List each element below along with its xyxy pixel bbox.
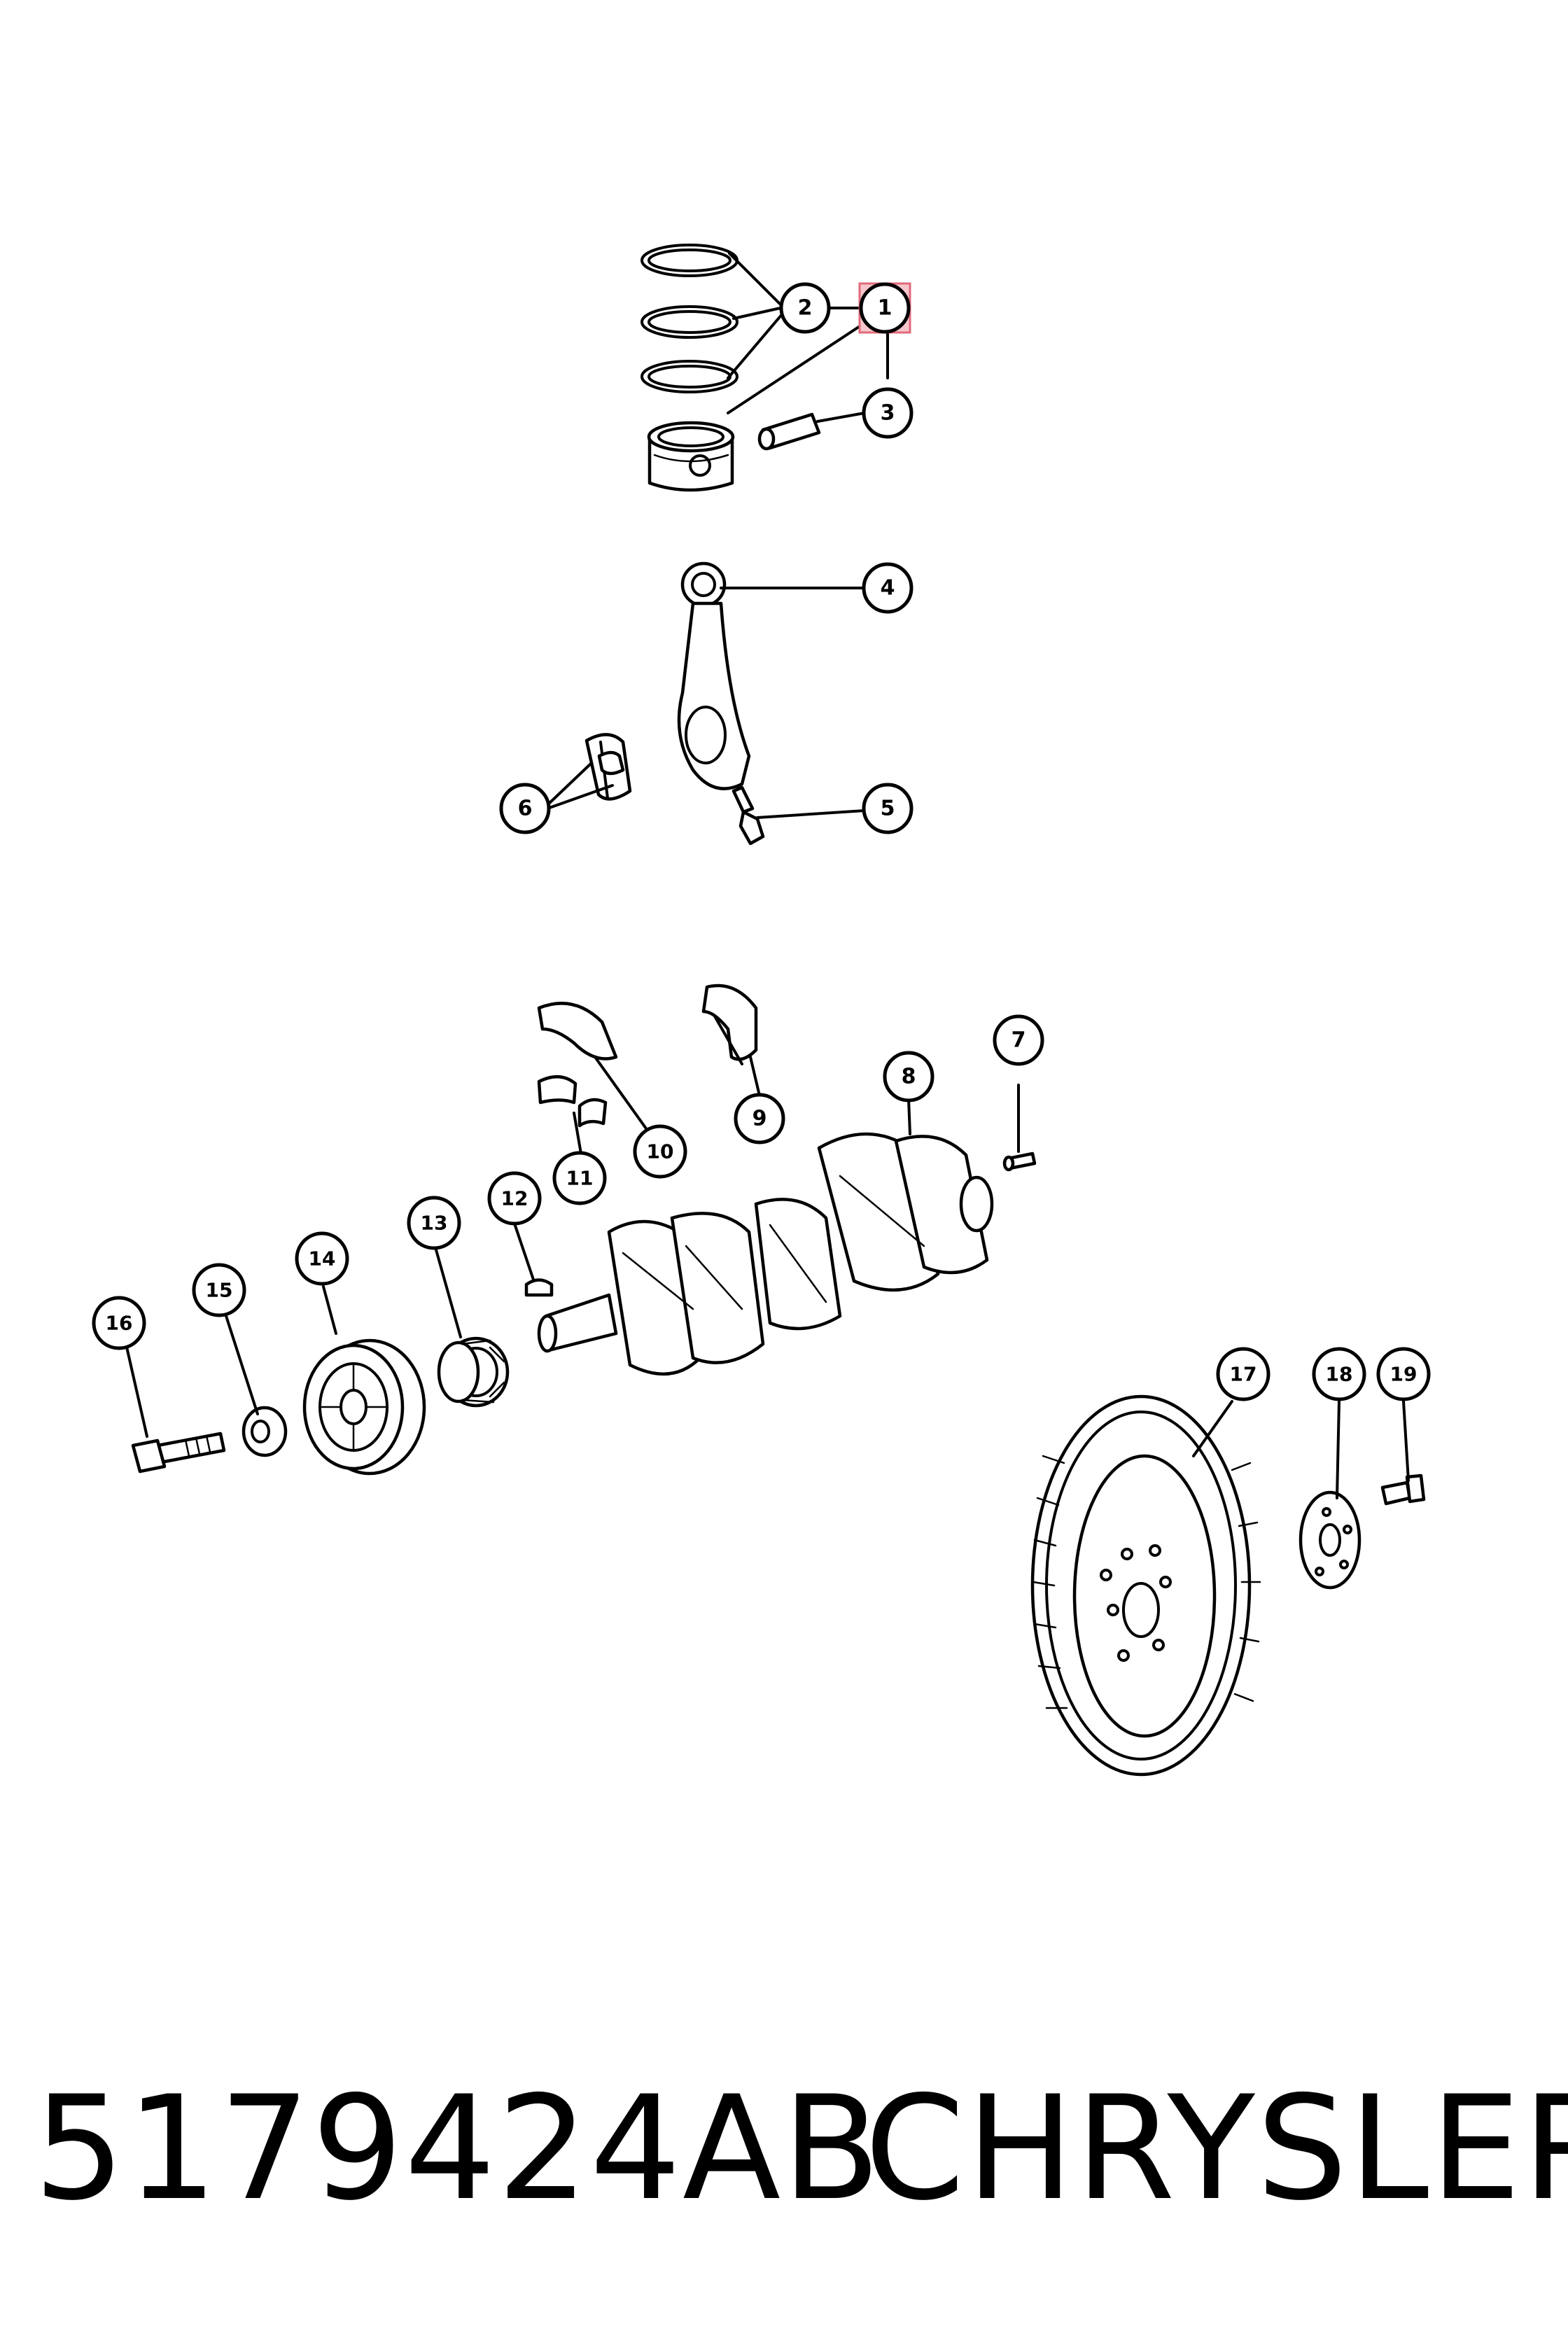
svg-text:14: 14 [309,1247,336,1270]
callout-9[interactable]: 9 [734,1093,785,1144]
svg-text:11: 11 [566,1167,594,1190]
svg-text:6: 6 [518,797,533,821]
leader-lines [125,252,1410,1499]
svg-text:4: 4 [881,576,895,601]
vibration-damper [302,1338,426,1476]
svg-text:9: 9 [752,1107,767,1131]
callout-6[interactable]: 6 [499,783,551,834]
footer-caption: 5179424AB CHRYSLER [0,2044,1568,2254]
callout-7[interactable]: 7 [993,1014,1044,1066]
dowel-pin [1002,1152,1037,1172]
svg-text:18: 18 [1326,1363,1353,1386]
main-bearing-upper [537,1002,618,1128]
svg-text:2: 2 [798,296,813,321]
flywheel-bolt [1380,1474,1426,1506]
svg-text:10: 10 [647,1140,674,1163]
callout-14[interactable]: 14 [295,1231,349,1286]
callout-18[interactable]: 18 [1312,1347,1366,1401]
callout-17[interactable]: 17 [1216,1347,1270,1401]
callout-2[interactable]: 2 [779,282,831,334]
callout-4[interactable]: 4 [862,562,913,614]
rod-bolt [732,785,765,846]
svg-text:15: 15 [206,1279,233,1302]
damper-bolt [131,1432,226,1474]
callout-10[interactable]: 10 [633,1124,687,1179]
connecting-rod [677,561,751,790]
part-number: 5179424AB [34,2066,882,2232]
callout-8[interactable]: 8 [883,1051,934,1102]
callout-16[interactable]: 16 [92,1296,146,1350]
piston [647,421,735,492]
damper-washer [241,1406,288,1457]
flexplate-adapter [1298,1490,1362,1590]
rod-bearing-shells [584,733,632,801]
callout-5[interactable]: 5 [862,783,913,834]
piston-pin [757,412,821,451]
crankshaft [537,1132,994,1376]
callout-13[interactable]: 13 [407,1196,461,1250]
callout-12[interactable]: 12 [487,1171,542,1226]
svg-text:16: 16 [106,1312,133,1335]
crank-sprocket [437,1336,510,1408]
svg-text:8: 8 [902,1065,916,1089]
svg-text:19: 19 [1390,1363,1418,1386]
callout-15[interactable]: 15 [192,1263,246,1317]
flywheel [1030,1394,1261,1777]
svg-text:1: 1 [878,296,892,321]
piston-rings [640,244,738,393]
svg-text:17: 17 [1230,1363,1257,1386]
svg-text:7: 7 [1011,1028,1026,1053]
brand-name: CHRYSLER [864,2066,1568,2232]
svg-text:5: 5 [881,797,895,821]
svg-text:13: 13 [421,1212,448,1235]
callout-11[interactable]: 11 [552,1151,607,1205]
svg-text:12: 12 [501,1187,528,1210]
callout-3[interactable]: 3 [862,387,913,439]
callout-19[interactable]: 19 [1376,1347,1431,1401]
thrust-bearing [701,983,758,1065]
callout-1[interactable]: 1 [858,282,911,334]
woodruff-key [524,1278,554,1297]
svg-text:3: 3 [881,401,895,426]
